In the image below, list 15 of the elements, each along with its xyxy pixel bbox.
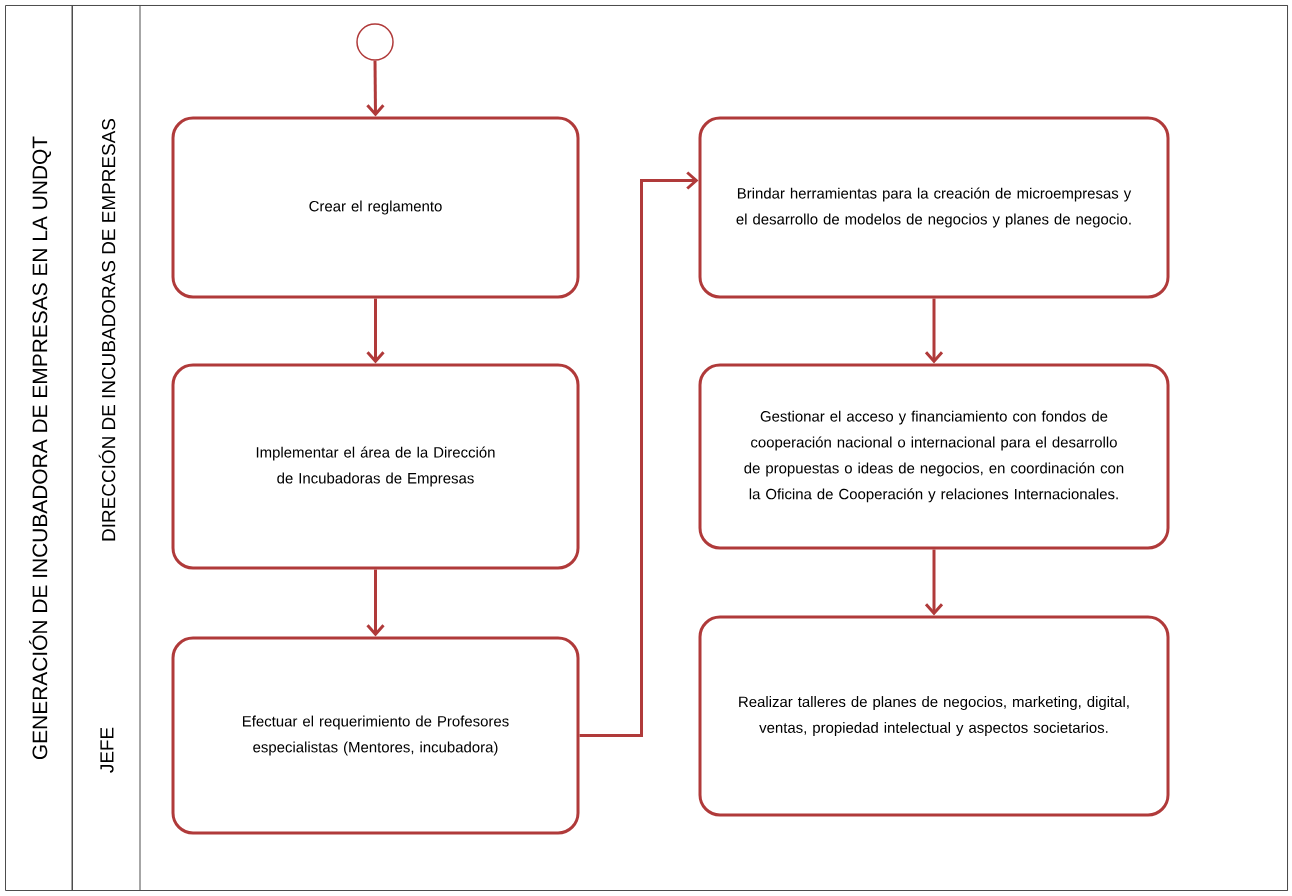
arrow — [366, 298, 385, 364]
start-circle — [356, 23, 394, 61]
process-box: Implementar el área de la Dirección de Incubadoras de Empresas — [171, 363, 580, 570]
process-box: Gestionar el acceso y financiamiento con fondos de cooperación nacional o internacional para el desarrollo de propuestas o ideas de negocios, en coordinación con la Oficina de Cooperación y relaciones Internacionales. — [698, 363, 1170, 550]
process-box: Brindar herramientas para la creación de microempresas y el desarrollo de modelos de negocios y planes de negocio. — [698, 116, 1170, 299]
arrow — [366, 60, 385, 117]
process-box: Efectuar el requerimiento de Profesores especialistas (Mentores, incubadora) — [171, 636, 580, 835]
arrow — [924, 549, 944, 616]
arrow — [924, 298, 944, 364]
arrow — [579, 171, 699, 737]
node-label: JEFE — [100, 727, 114, 773]
arrow — [366, 569, 385, 637]
node-label: DIRECCIÓN DE INCUBADORAS DE EMPRESAS — [98, 118, 116, 541]
process-box: Crear el reglamento — [171, 116, 580, 299]
process-box: Realizar talleres de planes de negocios, marketing, digital, ventas, propiedad intelectual y aspectos societarios. — [698, 615, 1170, 817]
